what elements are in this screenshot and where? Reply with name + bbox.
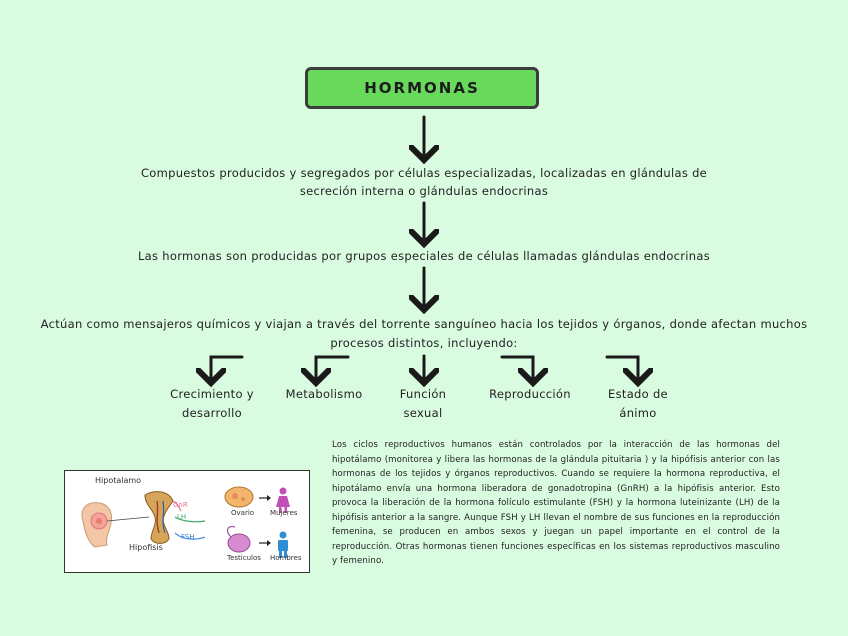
definition-text: Compuestos producidos y segregados por c… bbox=[140, 166, 708, 198]
fsh-label: FSH bbox=[181, 533, 195, 541]
hormone-figure: Hipotalamo Hipofisis GnR LH FSH Ovario M… bbox=[64, 470, 310, 573]
arrow-process-4 bbox=[500, 355, 533, 383]
hormone-illustration bbox=[81, 486, 290, 558]
process-reproduction: Reproducción bbox=[489, 387, 571, 401]
process-growth: Crecimiento y desarrollo bbox=[170, 387, 254, 420]
head-icon bbox=[81, 502, 112, 548]
process-metabolism: Metabolismo bbox=[285, 387, 363, 401]
production-text: Las hormonas son producidas por grupos e… bbox=[137, 249, 711, 263]
arrow-process-1 bbox=[211, 355, 244, 383]
arrow-process-5 bbox=[605, 355, 638, 383]
ovario-label: Ovario bbox=[231, 509, 255, 517]
hipofisis-label: Hipofisis bbox=[129, 543, 163, 552]
title-box: HORMONAS bbox=[305, 67, 539, 109]
lh-label: LH bbox=[177, 513, 187, 521]
pointer-line bbox=[106, 516, 150, 522]
hipotalamo-label: Hipotalamo bbox=[95, 476, 142, 485]
gnrh-label: GnR bbox=[173, 501, 188, 509]
page-title: HORMONAS bbox=[364, 79, 480, 97]
ovary-icon bbox=[224, 486, 254, 508]
female-icon bbox=[276, 487, 290, 513]
arrow-process-2 bbox=[316, 355, 350, 383]
male-icon bbox=[278, 531, 288, 558]
testicle-icon bbox=[226, 526, 251, 553]
action-text: Actúan como mensajeros químicos y viajan… bbox=[40, 317, 808, 350]
testiculos-label: Testiculos bbox=[227, 554, 261, 562]
hormone-flow-arrows bbox=[172, 500, 206, 540]
reproduction-paragraph: Los ciclos reproductivos humanos están c… bbox=[332, 440, 780, 566]
pituitary-icon bbox=[144, 491, 174, 544]
mujeres-label: Mujeres bbox=[270, 509, 298, 517]
hombres-label: Hombres bbox=[270, 554, 302, 562]
process-mood: Estado de ánimo bbox=[608, 387, 668, 420]
process-sexual-function: Función sexual bbox=[399, 387, 447, 420]
